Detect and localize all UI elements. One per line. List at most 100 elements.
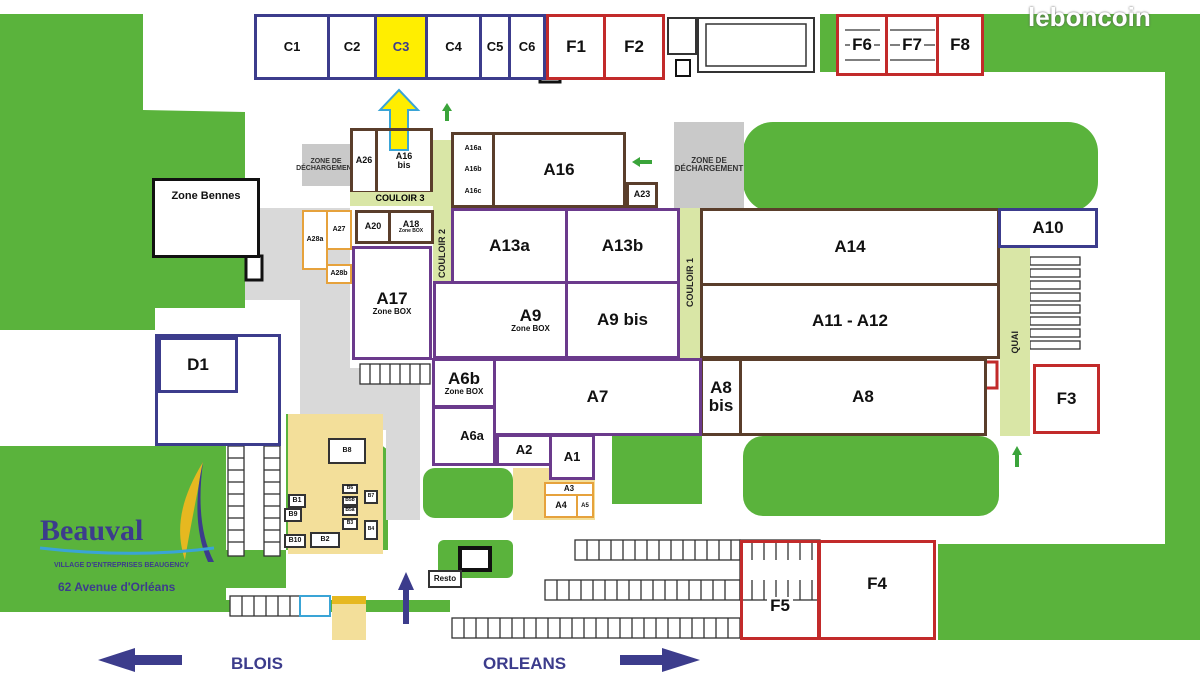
unit-b5b[interactable]: B5b [342,496,358,506]
unit-label-bis: bis [708,396,734,415]
unit-f1[interactable]: F1 [546,14,606,80]
unit-label: A5 [581,502,589,509]
unit-label-bis: bis [397,160,411,170]
unit-a28b[interactable]: A28b [326,264,352,284]
paved-yard [245,208,420,520]
unit-d1-office: D1 [158,337,238,393]
unit-label: C6 [518,39,536,55]
unit-b5a[interactable]: B5a [342,506,358,516]
unit-f5[interactable]: F5 [740,540,820,640]
grass-right-edge [1165,14,1200,544]
grass-center-top [743,122,1098,212]
unit-c1[interactable]: C1 [254,14,330,80]
top-structure-small [667,17,697,55]
unit-b1[interactable]: B1 [288,494,306,508]
unit-a5[interactable]: A5 [576,494,594,518]
unit-c2[interactable]: C2 [327,14,377,80]
unit-a7[interactable]: A7 [493,358,702,436]
address: 62 Avenue d'Orléans [58,580,176,594]
unit-label: A11 - A12 [812,311,888,331]
unit-f8[interactable]: F8 [936,14,984,76]
parking-top-left [359,363,431,385]
unit-c6[interactable]: C6 [508,14,546,80]
unit-a13a[interactable]: A13a [451,208,568,284]
unit-a20[interactable]: A20 [355,210,391,244]
resto-label: Resto [433,573,457,583]
unit-b7[interactable]: B7 [364,490,378,504]
unit-label: C3 [392,39,410,55]
grass-lower-center [612,436,702,504]
grass-top-right [983,14,1200,72]
unit-label: C2 [343,39,361,55]
unit-c4[interactable]: C4 [425,14,482,80]
unit-a28a[interactable]: A28a [302,210,328,270]
unit-a2[interactable]: A2 [496,434,552,466]
resto[interactable]: Resto [428,570,462,588]
couloir-1: COULOIR 1 [680,208,700,358]
parking-right-quai [1029,256,1081,350]
unit-label: F3 [1056,389,1077,409]
unit-f2[interactable]: F2 [603,14,665,80]
unit-a13b[interactable]: A13b [565,208,680,284]
parking-bottom-row-3 [451,617,741,639]
unit-b2[interactable]: B2 [310,532,340,548]
unit-a11-a12[interactable]: A11 - A12 [700,283,1000,359]
unit-b4[interactable]: B4 [364,520,378,540]
unit-label: A2 [515,442,533,458]
unit-label: A4 [555,500,567,511]
logo-tagline: VILLAGE D'ENTREPRISES BEAUGENCY [54,562,190,569]
unit-label: A20 [364,221,382,232]
road-label-blois: BLOIS [231,654,283,673]
unit-a26[interactable]: A26 [350,128,378,194]
logo-name: Beauval [40,514,144,547]
unit-b8[interactable]: B8 [328,438,366,464]
unit-a8[interactable]: A8 [739,358,987,436]
unit-a4[interactable]: A4 [544,494,578,518]
arrow-orleans [620,648,700,672]
unit-c5[interactable]: C5 [479,14,511,80]
unit-a16[interactable]: A16 [492,132,626,208]
unit-a23[interactable]: A23 [626,182,658,208]
unit-a9-bis[interactable]: A9 bis [565,281,680,359]
unit-a27[interactable]: A27 [326,210,352,250]
unit-label: A1 [563,449,581,465]
parking-top-f6-f7 [845,29,935,61]
unit-a1[interactable]: A1 [549,434,595,480]
unit-label: C4 [445,39,462,55]
unit-f4[interactable]: F4 [818,540,936,640]
unit-label: A9 bis [596,310,649,330]
unit-label: F6 [850,35,874,55]
arrow-entrance [398,572,414,624]
unit-f3[interactable]: F3 [1033,364,1100,434]
parking-left-columns [227,445,281,557]
road-label-orleans: ORLEANS [483,654,567,673]
unit-b3[interactable]: B3 [342,518,358,530]
unit-c3[interactable]: C3 [374,14,428,80]
unit-a6a[interactable]: A6a [432,406,496,466]
unit-a16b[interactable]: A16b [464,166,482,174]
zone-dechargement-right: ZONE DE DÉCHARGEMENT [674,122,744,208]
top-structure-basin [697,17,815,73]
unit-label: B1 [292,497,302,505]
unit-a16a[interactable]: A16a [464,144,482,152]
unit-label: A8 [852,387,874,407]
unit-a16c[interactable]: A16c [464,187,482,195]
unit-sublabel: Zone BOX [398,228,424,235]
unit-label: A3 [563,483,575,493]
unit-a14[interactable]: A14 [700,208,1000,286]
unit-b6[interactable]: B6 [342,484,358,494]
unit-f7[interactable]: F7 [885,14,939,76]
unit-b10[interactable]: B10 [284,534,306,548]
unit-label: D1 [187,355,209,375]
unit-f6[interactable]: F6 [836,14,888,76]
unit-a10[interactable]: A10 [998,208,1098,248]
unit-label: A6a [460,428,484,444]
unit-b9[interactable]: B9 [284,508,302,522]
